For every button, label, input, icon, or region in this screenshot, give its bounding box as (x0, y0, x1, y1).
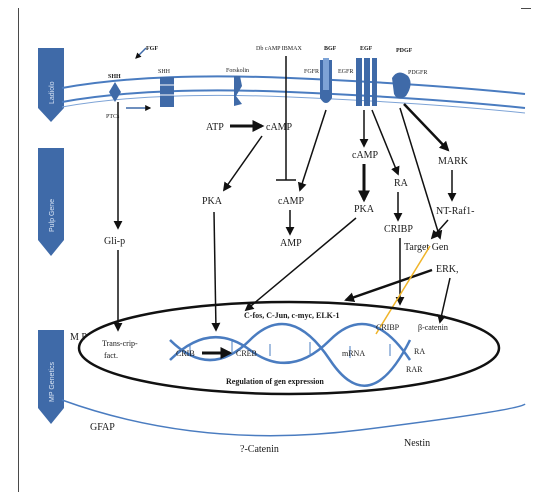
shh-under-label: SHH (158, 69, 171, 75)
pdgfr-to-target-arrow (399, 107, 443, 240)
shh-receptor (109, 82, 121, 102)
fgf-box-receptor (160, 77, 174, 107)
side-label-1: Ladiolo (38, 48, 64, 122)
atp-label: ATP (206, 122, 224, 133)
tfs-label: C-fos, C-Jun, c-myc, ELK-1 (244, 311, 340, 320)
cribp-label: CRIBP (376, 323, 400, 332)
mrna-label: mRNA (342, 349, 365, 358)
fgf-arrow (135, 47, 147, 59)
camp-egf-label: cAMP (352, 150, 379, 161)
pka-egf-to-nucleus-arrow (244, 217, 357, 312)
target-gen-label: Target Gen (404, 242, 448, 253)
side-label-2: Pulp Gene (38, 148, 64, 256)
pdgfr-label: PDGFR (408, 70, 427, 76)
fact-label: fact. (104, 351, 118, 360)
camp-to-pka-arrow (222, 135, 263, 192)
fgf-top-label: FGF (146, 46, 158, 52)
crib-label: CRIB (176, 349, 195, 358)
erk-down-arrow (437, 277, 451, 324)
transcrip-label: Trans-crip- (102, 339, 138, 348)
fgfr-to-camp-arrow (297, 109, 327, 192)
creb-label: CREB (236, 349, 257, 358)
nucleus-ellipse (77, 300, 501, 396)
pdgf-label: PDGF (396, 48, 413, 54)
shh-top-label: SHH (108, 74, 121, 80)
side-label-3: MP Genetics (38, 330, 64, 424)
mp-label: M P (70, 332, 87, 343)
svg-text:MP Genetics: MP Genetics (49, 362, 56, 402)
pka-egf-label: PKA (354, 204, 375, 215)
gli-label: Gli-p (104, 236, 125, 247)
rar-label: RAR (406, 365, 423, 374)
fgfr-receptor (320, 58, 332, 103)
pdgfr-to-mark-arrow (403, 103, 450, 152)
ptc-label: PTCs (106, 114, 120, 120)
dbcamp-label: Db cAMP IBMAX (256, 46, 302, 52)
ra-label: RA (394, 178, 409, 189)
egfr-to-ra-arrow (371, 109, 400, 176)
lower-membrane (61, 399, 526, 437)
erk-label: ERK, (436, 264, 459, 275)
dna-strand-1 (169, 322, 412, 365)
egf-label: EGF (360, 46, 373, 52)
amp-label: AMP (280, 238, 302, 249)
dna-strand-2 (169, 322, 412, 387)
yellow-connector (375, 245, 431, 335)
membrane-outer (61, 75, 526, 95)
camp-top-label: cAMP (266, 122, 293, 133)
svg-text:Pulp Gene: Pulp Gene (49, 199, 56, 232)
erk-to-tfs-arrow (344, 268, 433, 303)
egfr-label: EGFR (338, 69, 353, 75)
forskolin-receptor (234, 76, 242, 106)
pdgfr-receptor (392, 72, 411, 99)
ntraf-label: NT-Raf1- (436, 206, 475, 217)
mark-label: MARK (438, 156, 469, 167)
nuc-ra-label: RA (414, 347, 425, 356)
regulation-label: Regulation of gen expression (226, 377, 324, 386)
ntraf-to-target-arrow (430, 219, 449, 240)
camp-mid-label: cAMP (278, 196, 305, 207)
cribp-top-label: CRIBP (384, 224, 413, 235)
membrane-inner-2 (61, 94, 526, 114)
catenin-label: ?-Catenin (240, 444, 279, 455)
corner-mark (521, 8, 531, 9)
bgf-label: BGF (324, 46, 337, 52)
forskolin-label: Forskolin (226, 68, 249, 74)
nestin-label: Nestin (404, 438, 430, 449)
pka-left-label: PKA (202, 196, 223, 207)
pka-left-down-arrow (211, 211, 221, 332)
svg-text:Ladiolo: Ladiolo (49, 81, 56, 104)
bcatenin-label: β-catenin (418, 323, 448, 332)
left-frame-line (18, 8, 19, 492)
fgfr-label: FGFR (304, 69, 319, 75)
egfr-receptor (356, 58, 377, 106)
membrane-inner (61, 89, 526, 109)
gfap-label: GFAP (90, 422, 115, 433)
